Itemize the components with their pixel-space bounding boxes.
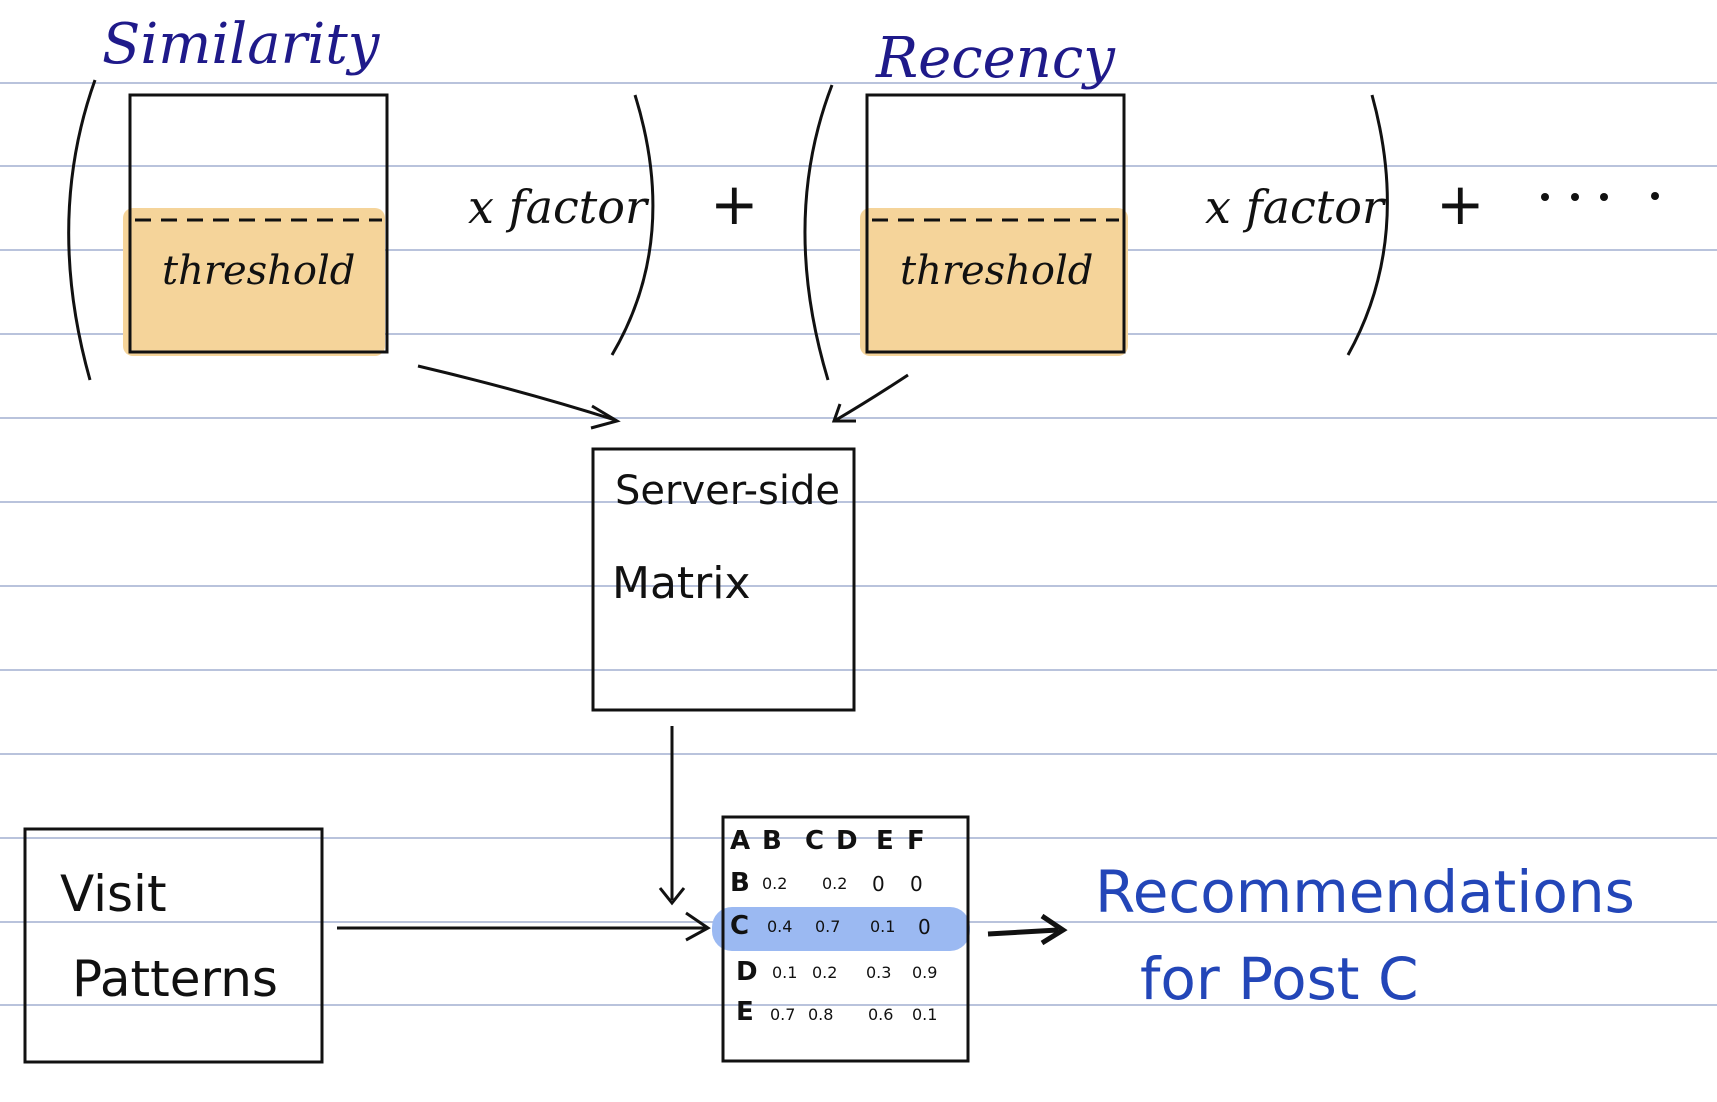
- recommendation-matrix-box: [721, 815, 970, 1063]
- matrix-to-output-arrowhead: [1040, 913, 1068, 946]
- matrix-row-label-d: D: [736, 957, 758, 987]
- ellipsis-dots: [1541, 192, 1659, 201]
- matrix-cell: 0.8: [808, 1005, 834, 1024]
- recency-to-server-arrow: [835, 373, 909, 422]
- similarity-factor-label: x factor: [468, 180, 647, 234]
- recency-title: Recency: [876, 26, 1115, 91]
- server-side-label: Server-side: [615, 468, 840, 514]
- matrix-cell: 0.7: [770, 1005, 796, 1024]
- ruled-line: [0, 417, 1717, 419]
- similarity-threshold-fill: [123, 208, 385, 356]
- matrix-cell: 0.7: [815, 917, 841, 936]
- similarity-arrowhead: [590, 404, 621, 430]
- for-post-c-label: for Post C: [1140, 945, 1419, 1013]
- left-paren-1: [67, 79, 97, 381]
- ruled-line: [0, 1004, 1717, 1006]
- matrix-cell: 0.2: [812, 963, 838, 982]
- recency-arrowhead: [831, 403, 856, 423]
- patterns-label: Patterns: [72, 950, 278, 1008]
- matrix-cell: 0.9: [912, 963, 938, 982]
- recency-threshold-fill: [860, 208, 1128, 356]
- matrix-cell: 0: [872, 872, 885, 896]
- server-side-matrix-box: [591, 447, 856, 712]
- matrix-row-label-b: B: [730, 868, 750, 898]
- matrix-header-b: B: [762, 826, 782, 856]
- matrix-cell: 0: [910, 872, 923, 896]
- matrix-highlight-row: [712, 907, 970, 951]
- similarity-to-server-arrow: [417, 364, 616, 422]
- matrix-header-d: D: [836, 826, 858, 856]
- server-to-matrix-arrowhead: [658, 887, 686, 906]
- ruled-line: [0, 669, 1717, 671]
- ruled-line: [0, 249, 1717, 251]
- matrix-cell: 0: [918, 915, 931, 939]
- ruled-line: [0, 501, 1717, 503]
- matrix-cell: 0.2: [762, 874, 788, 893]
- matrix-cell: 0.6: [868, 1005, 894, 1024]
- matrix-to-output-arrow: [987, 927, 1059, 937]
- matrix-row-label-c: C: [730, 911, 750, 941]
- matrix-header-c: C: [805, 826, 825, 856]
- ruled-line: [0, 837, 1717, 839]
- recency-threshold-label: threshold: [900, 248, 1094, 294]
- recommendations-label: Recommendations: [1095, 858, 1635, 926]
- ruled-line: [0, 585, 1717, 587]
- ruled-line: [0, 82, 1717, 84]
- plus-sign-2: +: [1436, 170, 1485, 238]
- similarity-title: Similarity: [102, 12, 380, 77]
- matrix-header-a: A: [730, 826, 751, 856]
- matrix-row-label-e: E: [736, 997, 754, 1027]
- recency-box: [865, 93, 1126, 354]
- visit-patterns-box: [23, 827, 324, 1064]
- similarity-box: [128, 93, 389, 354]
- matrix-header-e: E: [876, 826, 894, 856]
- visit-to-matrix-arrowhead: [685, 911, 711, 942]
- matrix-cell: 0.2: [822, 874, 848, 893]
- right-paren-2: [1346, 94, 1389, 356]
- matrix-cell: 0.1: [870, 917, 896, 936]
- matrix-cell: 0.1: [772, 963, 798, 982]
- similarity-threshold-label: threshold: [162, 248, 356, 294]
- matrix-cell: 0.3: [866, 963, 892, 982]
- matrix-header-f: F: [907, 826, 925, 856]
- matrix-cell: 0.1: [912, 1005, 938, 1024]
- ruled-line: [0, 333, 1717, 335]
- matrix-cell: 0.4: [767, 917, 793, 936]
- matrix-label: Matrix: [612, 558, 751, 609]
- ruled-line: [0, 165, 1717, 167]
- right-paren-1: [610, 94, 655, 356]
- recency-factor-label: x factor: [1205, 180, 1384, 234]
- visit-label: Visit: [60, 865, 167, 923]
- ruled-line: [0, 753, 1717, 755]
- plus-sign-1: +: [710, 170, 759, 238]
- left-paren-2: [803, 84, 834, 381]
